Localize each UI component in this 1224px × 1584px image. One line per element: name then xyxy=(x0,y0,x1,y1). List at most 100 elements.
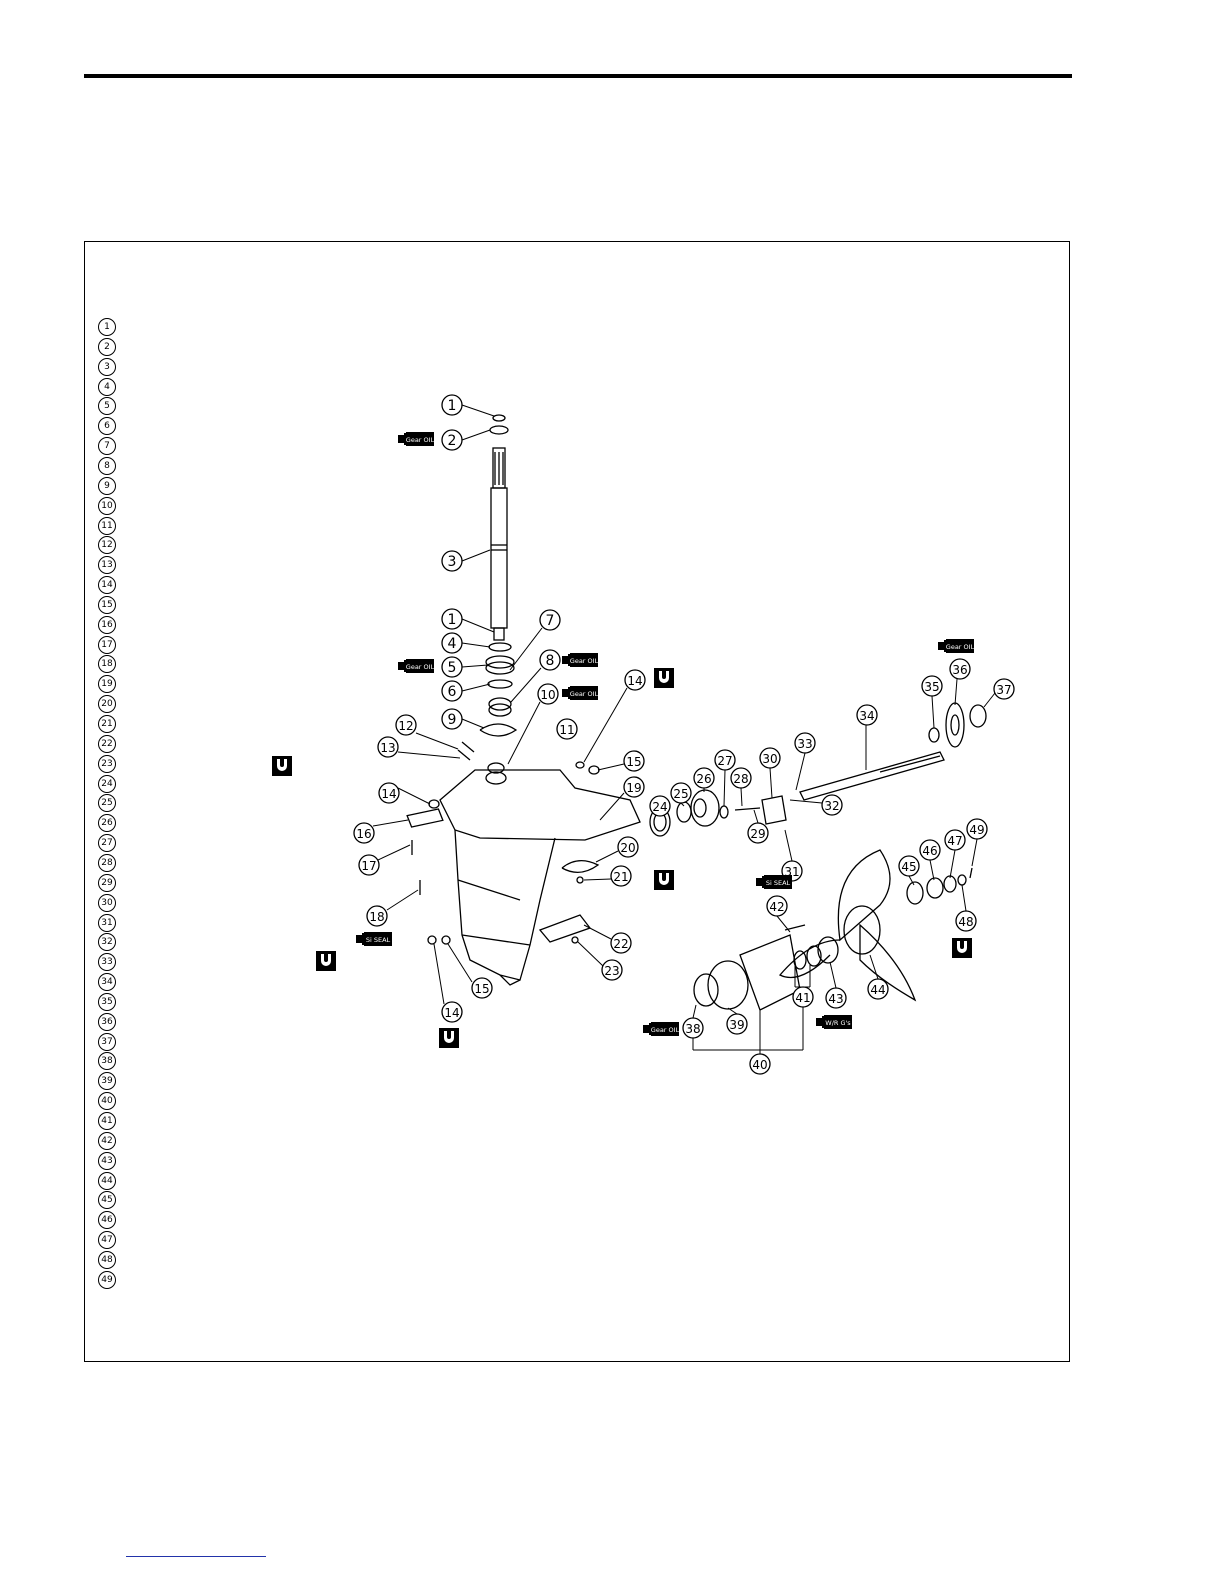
callout-circle xyxy=(441,608,463,630)
part-callout: 42 xyxy=(766,895,788,917)
legend-item: 49 xyxy=(98,1270,116,1289)
legend-item: 34 xyxy=(98,973,116,992)
part-callout: 12 xyxy=(395,714,417,736)
callout-number: 11 xyxy=(559,723,574,737)
callout-circle xyxy=(944,829,966,851)
lubricant-badge: Gear OIL xyxy=(643,1022,680,1036)
badge-label: Gear OIL xyxy=(651,1026,680,1034)
legend-item: 48 xyxy=(98,1250,116,1269)
part-callout: 46 xyxy=(919,839,941,861)
callout-circle xyxy=(539,649,561,671)
callout-number: 42 xyxy=(769,900,784,914)
bearing-stack xyxy=(479,642,518,737)
part-callout: 20 xyxy=(617,836,639,858)
callout-number: 16 xyxy=(356,827,371,841)
legend-item: 23 xyxy=(98,754,116,773)
callout-number: 32 xyxy=(824,799,839,813)
callout-number: 1 xyxy=(448,612,457,628)
legend-item: 43 xyxy=(98,1151,116,1170)
callout-number: 3 xyxy=(448,554,457,570)
legend-item: 3 xyxy=(98,357,116,376)
tube-icon xyxy=(398,433,406,445)
callout-number: 18 xyxy=(369,910,384,924)
part-callout: 47 xyxy=(944,829,966,851)
part-callout: 19 xyxy=(623,776,645,798)
badge-box xyxy=(946,639,974,653)
legend-item: 30 xyxy=(98,893,116,912)
callout-circle xyxy=(714,749,736,771)
callout-number: 1 xyxy=(448,398,457,414)
callout-number: 22 xyxy=(613,937,628,951)
legend-item: 47 xyxy=(98,1231,116,1250)
legend-item: 35 xyxy=(98,992,116,1011)
part-callout: 18 xyxy=(366,905,388,927)
part-callout: 1 xyxy=(441,394,463,416)
callout-circle xyxy=(766,895,788,917)
callout-number: 7 xyxy=(546,613,555,629)
callout-circle xyxy=(441,632,463,654)
callout-number: 24 xyxy=(652,800,667,814)
part-callout: 16 xyxy=(353,822,375,844)
part-callout: 21 xyxy=(610,865,632,887)
lubricant-badge: Si SEAL xyxy=(356,932,392,946)
callout-number: 4 xyxy=(448,636,457,652)
callout-number: 13 xyxy=(380,741,395,755)
legend-item: 46 xyxy=(98,1211,116,1230)
callout-circle xyxy=(919,839,941,861)
legend-item: 44 xyxy=(98,1171,116,1190)
callout-number: 45 xyxy=(901,860,916,874)
top-rule xyxy=(84,74,1072,78)
part-callout: 15 xyxy=(471,977,493,999)
callout-circle xyxy=(441,1001,463,1023)
legend-item: 17 xyxy=(98,635,116,654)
part-callout: 35 xyxy=(921,675,943,697)
badge-label: Gear OIL xyxy=(946,643,975,651)
callout-layer: 1231456789101112131415161718192021222324… xyxy=(353,394,1015,1075)
legend-item: 28 xyxy=(98,853,116,872)
callout-circle xyxy=(949,658,971,680)
part-callout: 36 xyxy=(949,658,971,680)
legend-item: 20 xyxy=(98,695,116,714)
callout-number: 21 xyxy=(613,870,628,884)
badge-box xyxy=(406,659,434,673)
torque-wrench-icon xyxy=(316,951,336,971)
part-callout: 23 xyxy=(601,959,623,981)
callout-circle xyxy=(366,905,388,927)
callout-circle xyxy=(730,767,752,789)
callout-number: 33 xyxy=(797,737,812,751)
legend-item: 11 xyxy=(98,516,116,535)
legend-item: 37 xyxy=(98,1032,116,1051)
callout-circle xyxy=(441,656,463,678)
part-callout: 1 xyxy=(441,608,463,630)
callout-circle xyxy=(556,718,578,740)
badge-label: Gear OIL xyxy=(570,657,599,665)
legend-item: 29 xyxy=(98,873,116,892)
callout-number: 43 xyxy=(828,992,843,1006)
callout-circle xyxy=(610,865,632,887)
callout-number: 46 xyxy=(922,844,937,858)
torque-wrench-icon xyxy=(952,938,972,958)
lubricant-badge: Gear OIL xyxy=(398,432,435,446)
callout-circle xyxy=(726,1013,748,1035)
callout-number: 27 xyxy=(717,754,732,768)
callout-circle xyxy=(682,1017,704,1039)
legend-item: 15 xyxy=(98,595,116,614)
part-callout: 17 xyxy=(358,854,380,876)
part-callout: 48 xyxy=(955,910,977,932)
part-callout: 43 xyxy=(825,987,847,1009)
part-callout: 22 xyxy=(610,932,632,954)
legend-item: 5 xyxy=(98,397,116,416)
gear-case xyxy=(439,762,641,986)
tube-icon xyxy=(816,1016,824,1028)
badge-box xyxy=(651,1022,679,1036)
callout-number: 37 xyxy=(996,683,1011,697)
part-callout: 37 xyxy=(993,678,1015,700)
tube-icon xyxy=(643,1023,651,1035)
callout-number: 26 xyxy=(696,772,711,786)
callout-number: 29 xyxy=(750,827,765,841)
legend-item: 18 xyxy=(98,655,116,674)
legend-item: 41 xyxy=(98,1112,116,1130)
tube-icon xyxy=(356,933,364,945)
legend-item: 4 xyxy=(98,377,116,396)
part-callout: 2 xyxy=(441,429,463,451)
